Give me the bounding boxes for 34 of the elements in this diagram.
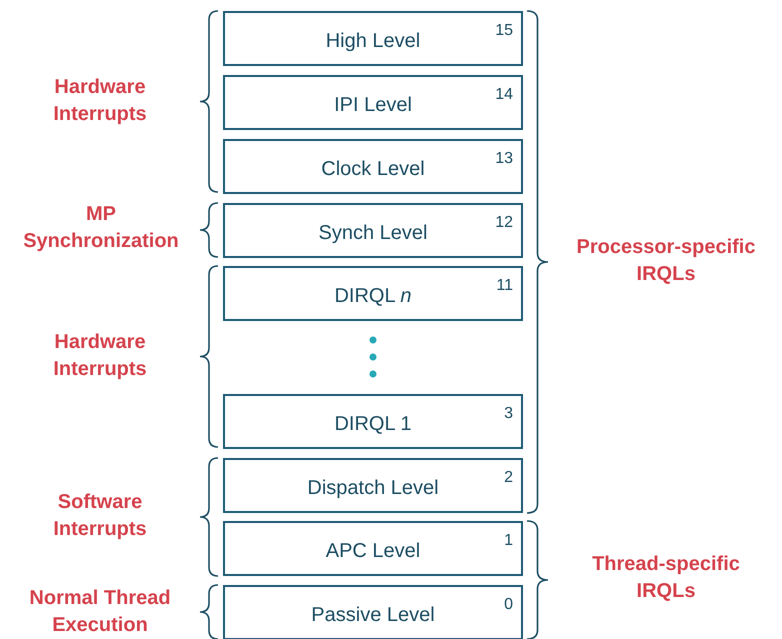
level-number: 11: [496, 276, 513, 296]
group-label: Hardware Interrupts: [52, 330, 148, 382]
group-label: Hardware Interrupts: [52, 75, 148, 127]
level-name: IPI Level: [334, 92, 412, 118]
level-box: [223, 521, 523, 576]
level-box: [223, 585, 523, 639]
level-name: Passive Level: [311, 602, 435, 628]
level-name: Synch Level: [318, 220, 428, 246]
level-box: [223, 266, 523, 321]
level-name: APC Level: [326, 538, 420, 564]
group-label: MP Synchronization: [22, 202, 180, 254]
level-number: 3: [504, 404, 513, 424]
group-label: Normal Thread Execution: [28, 586, 172, 638]
level-name: DIRQL 1: [334, 412, 412, 436]
group-label: Thread-specific IRQLs: [591, 552, 741, 604]
level-name: Dispatch Level: [307, 476, 439, 500]
level-name: DIRQL n: [334, 284, 412, 308]
level-name: High Level: [326, 28, 420, 54]
level-number: 0: [504, 595, 513, 615]
level-box: [223, 458, 523, 513]
level-number: 2: [504, 468, 513, 488]
level-number: 15: [495, 21, 513, 41]
level-box: [223, 11, 523, 66]
level-number: 14: [495, 85, 513, 105]
level-box: [223, 394, 523, 449]
level-number: 1: [504, 531, 513, 551]
level-number: 13: [495, 149, 513, 169]
level-number: 12: [495, 213, 513, 233]
level-name: Clock Level: [321, 156, 425, 182]
group-label: Software Interrupts: [52, 490, 148, 542]
level-box: [223, 203, 523, 258]
level-box: [223, 75, 523, 130]
group-label: Processor-specific IRQLs: [576, 235, 756, 287]
level-box: [223, 139, 523, 194]
